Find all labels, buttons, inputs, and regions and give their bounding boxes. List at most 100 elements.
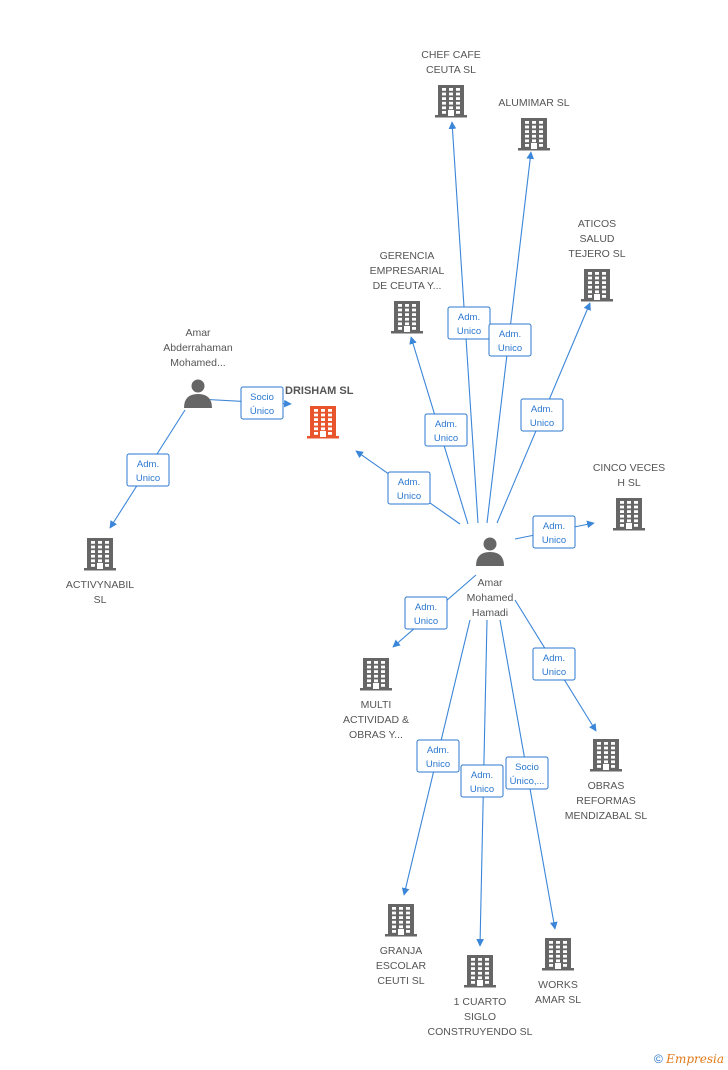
- edge-label-box: [532, 515, 576, 549]
- node-label: ACTIVIDAD &: [343, 714, 409, 726]
- edge-label-amar_moh-to-cinco[interactable]: Adm. Unico: [532, 515, 576, 549]
- edge-label-text: Adm.: [398, 477, 420, 488]
- node-label: OBRAS Y...: [349, 729, 403, 741]
- edge-label-amar_moh-to-aticos[interactable]: Adm.Unico: [520, 398, 564, 432]
- edge-label-text: Adm.: [435, 419, 457, 430]
- node-label: TEJERO SL: [568, 248, 625, 260]
- edge-label-amar_abd-to-activynabil[interactable]: Adm.Unico: [126, 453, 170, 487]
- node-label: SALUD: [579, 233, 614, 245]
- edge-label-text: Único,...: [510, 776, 545, 787]
- edge-label-text: Adm.: [543, 521, 565, 532]
- node-label: 1 CUARTO: [454, 996, 507, 1008]
- edge-label-box: [126, 453, 170, 487]
- node-label: OBRAS: [588, 780, 625, 792]
- building-icon: [518, 118, 550, 151]
- node-label: REFORMAS: [576, 795, 636, 807]
- edge-label-amar_moh-to-alumimar[interactable]: Adm. Unico: [488, 323, 532, 357]
- edge-label-text: Unico: [542, 535, 566, 546]
- edge-label-text: Unico: [136, 473, 160, 484]
- node-label: ALUMIMAR SL: [498, 97, 569, 109]
- node-activynabil[interactable]: ACTIVYNABIL SL: [66, 538, 134, 606]
- edge-label-amar_moh-to-multi[interactable]: Adm.Unico: [404, 596, 448, 630]
- node-drisham[interactable]: DRISHAM SL: [285, 385, 354, 439]
- edge-label-text: Socio: [515, 762, 539, 773]
- edge-label-amar_moh-to-chef[interactable]: Adm. Unico: [447, 306, 491, 340]
- building-icon: [542, 938, 574, 971]
- building-icon: [307, 406, 339, 439]
- node-multi[interactable]: MULTI ACTIVIDAD & OBRAS Y...: [343, 658, 409, 741]
- node-label: Mohamed...: [170, 357, 225, 369]
- edge-label-text: Adm.: [415, 602, 437, 613]
- node-amar_abd[interactable]: AmarAbderrahamanMohamed...: [163, 327, 233, 408]
- building-icon: [581, 269, 613, 302]
- node-label: DE CEUTA Y...: [373, 280, 442, 292]
- edge-label-amar_moh-to-drisham[interactable]: Adm.Unico: [387, 471, 431, 505]
- node-label: SIGLO: [464, 1011, 496, 1023]
- building-icon: [84, 538, 116, 571]
- node-label: ATICOS: [578, 218, 616, 230]
- brand-logo-text: mpresia: [674, 1052, 724, 1066]
- node-label: CHEF CAFE: [421, 49, 481, 61]
- edge-label-box: [520, 398, 564, 432]
- edge-label-text: Adm.: [471, 770, 493, 781]
- edge-label-box: [240, 386, 284, 420]
- edge-label-text: Adm.: [543, 653, 565, 664]
- building-icon: [464, 955, 496, 988]
- edge-label-box: [404, 596, 448, 630]
- edge-label-text: Adm.: [458, 312, 480, 323]
- building-icon: [385, 904, 417, 937]
- edge-label-text: Unico: [457, 326, 481, 337]
- edge-label-text: Unico: [434, 433, 458, 444]
- brand-footer[interactable]: © Empresia: [654, 1052, 724, 1066]
- node-label: WORKS: [538, 979, 578, 991]
- edge-label-text: Único: [250, 406, 274, 417]
- building-icon: [360, 658, 392, 691]
- edge-label-amar_moh-to-obras[interactable]: Adm. Unico: [532, 647, 576, 681]
- nodes-layer: CHEF CAFE CEUTA SL ALUMIMAR SL ATICOS SALUD T…: [66, 49, 665, 1038]
- node-label: Abderrahaman: [163, 342, 233, 354]
- edges-layer: [109, 121, 597, 947]
- node-granja[interactable]: GRANJA ESCOLAR CEUTI SL: [376, 904, 427, 987]
- node-label: GRANJA: [380, 945, 423, 957]
- edge-label-amar_moh-to-gerencia[interactable]: Adm. Unico: [424, 413, 468, 447]
- building-icon: [391, 301, 423, 334]
- edge-label-amar_moh-to-works[interactable]: SocioÚnico,...: [505, 756, 549, 790]
- edge-label-box: [424, 413, 468, 447]
- edge-label-text: Unico: [426, 759, 450, 770]
- node-aticos[interactable]: ATICOS SALUD TEJERO SL: [568, 218, 626, 302]
- node-works[interactable]: WORKS AMAR SL: [535, 938, 581, 1006]
- node-label: Amar: [477, 577, 503, 589]
- edge-label-box: [532, 647, 576, 681]
- node-label: CEUTI SL: [377, 975, 424, 987]
- node-label: Amar: [185, 327, 211, 339]
- edge-label-amar_moh-to-granja[interactable]: Adm.Unico: [416, 739, 460, 773]
- edge-label-text: Unico: [498, 343, 522, 354]
- edge-label-text: Adm.: [499, 329, 521, 340]
- node-label: MULTI: [361, 699, 392, 711]
- node-cuarto[interactable]: 1 CUARTO SIGLO CONSTRUYENDO SL: [427, 955, 533, 1038]
- brand-logo-initial: E: [666, 1052, 675, 1066]
- person-icon: [476, 537, 504, 566]
- node-label: SL: [94, 594, 107, 606]
- edge-label-text: Unico: [542, 667, 566, 678]
- node-label: ESCOLAR: [376, 960, 427, 972]
- node-label: CONSTRUYENDO SL: [427, 1026, 532, 1038]
- edge-label-box: [505, 756, 549, 790]
- node-label: H SL: [617, 477, 641, 489]
- node-label: Hamadi: [472, 607, 508, 619]
- node-chef[interactable]: CHEF CAFE CEUTA SL: [421, 49, 481, 118]
- node-alumimar[interactable]: ALUMIMAR SL: [498, 97, 570, 151]
- building-icon: [590, 739, 622, 772]
- building-icon: [613, 498, 645, 531]
- edge-label-amar_moh-to-cuarto[interactable]: Adm.Unico: [460, 764, 504, 798]
- node-label: AMAR SL: [535, 994, 581, 1006]
- node-label: ACTIVYNABIL: [66, 579, 134, 591]
- node-label: CEUTA SL: [426, 64, 476, 76]
